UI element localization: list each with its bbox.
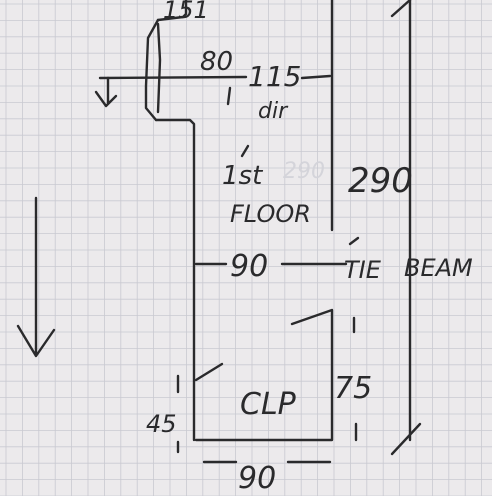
ghost-label-290: 290 (283, 159, 325, 184)
dim-290-bottom-arrow (390, 422, 422, 456)
label-80: 80 (200, 47, 233, 77)
label-115: 115 (248, 60, 301, 93)
label-floor-line1: 1st (222, 161, 263, 191)
dir-slash (240, 144, 250, 158)
label-90-bottom: 90 (238, 461, 276, 496)
dim-80-tick (226, 86, 232, 106)
label-290: 290 (348, 161, 413, 201)
label-beam: BEAM (404, 254, 473, 282)
column-top-edge (154, 118, 196, 442)
clp-slash (194, 362, 224, 382)
bracket-outline (144, 18, 160, 122)
small-down-arrow (94, 76, 118, 108)
label-floor-line2: FLOOR (230, 200, 311, 228)
label-dir: dir (258, 99, 289, 124)
label-151: 151 (163, 0, 209, 24)
dim-115-line (300, 74, 332, 80)
dir-reference-line (98, 75, 248, 80)
label-90-mid: 90 (230, 249, 268, 284)
bracket-inner (156, 22, 162, 114)
dim-290-top-tick (390, 0, 412, 18)
label-75: 75 (334, 371, 372, 406)
tie-beam-tick (348, 236, 360, 246)
top-step-line (156, 0, 188, 22)
label-tie: TIE (344, 256, 382, 284)
label-45: 45 (146, 410, 177, 438)
big-down-arrow (16, 196, 56, 358)
clp-box-left (194, 308, 334, 442)
label-clp: CLP (240, 387, 297, 422)
